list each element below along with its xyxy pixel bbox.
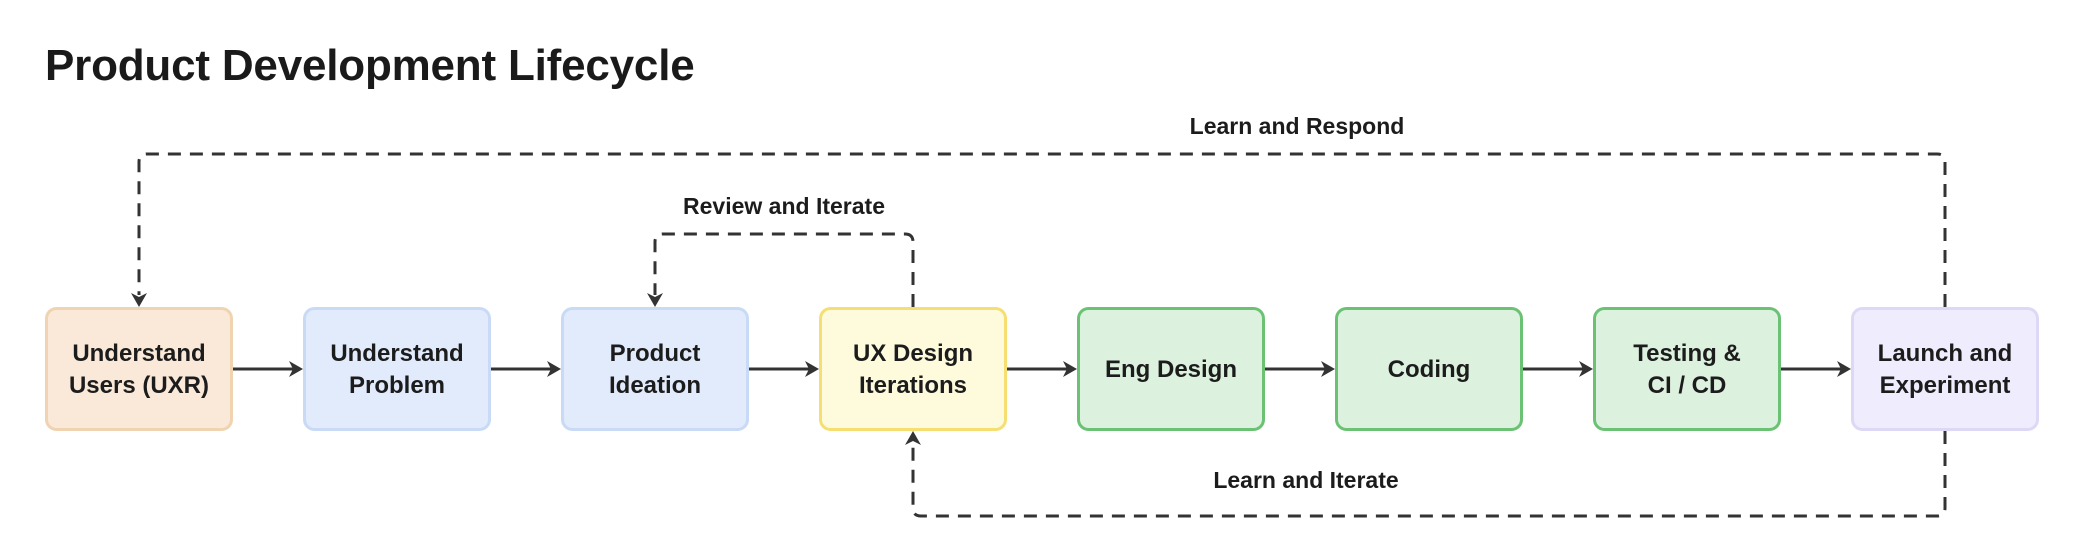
edge-testing-to-launch xyxy=(1781,361,1851,377)
arrowhead-icon xyxy=(905,431,921,445)
node-label: Product xyxy=(610,340,701,367)
node-box xyxy=(819,307,1007,431)
page-title: Product Development Lifecycle xyxy=(45,41,695,90)
node-coding[interactable]: Coding xyxy=(1335,307,1523,431)
node-label: Coding xyxy=(1388,356,1471,383)
loop-learn-and-respond: Learn and Respond xyxy=(131,113,1947,307)
node-label: Ideation xyxy=(609,372,701,399)
arrowhead-icon xyxy=(131,293,147,307)
arrowhead-icon xyxy=(1063,361,1077,377)
arrowhead-icon xyxy=(1321,361,1335,377)
node-label: Iterations xyxy=(859,372,967,399)
loop-path xyxy=(911,431,1947,518)
node-label: Problem xyxy=(349,372,445,399)
edge-eng-design-to-coding xyxy=(1265,361,1335,377)
node-testing[interactable]: Testing & CI / CD xyxy=(1593,307,1781,431)
loop-path xyxy=(137,152,1947,307)
loop-label: Review and Iterate xyxy=(683,193,885,219)
loop-learn-and-iterate: Learn and Iterate xyxy=(905,431,1947,518)
node-label: Users (UXR) xyxy=(69,372,209,399)
arrowhead-icon xyxy=(289,361,303,377)
loop-path xyxy=(653,232,915,307)
node-label: CI / CD xyxy=(1648,372,1727,399)
node-label: UX Design xyxy=(853,340,973,367)
node-label: Launch and xyxy=(1878,340,2013,367)
node-box xyxy=(1851,307,2039,431)
node-box xyxy=(561,307,749,431)
edge-ux-design-to-eng-design xyxy=(1007,361,1077,377)
edge-ideation-to-ux-design xyxy=(749,361,819,377)
node-label: Understand xyxy=(72,340,205,367)
node-label: Eng Design xyxy=(1105,356,1237,383)
arrowhead-icon xyxy=(647,293,663,307)
node-box xyxy=(1077,307,1265,431)
node-box xyxy=(303,307,491,431)
loop-label: Learn and Respond xyxy=(1190,113,1405,139)
node-label: Understand xyxy=(330,340,463,367)
edge-uxr-to-problem xyxy=(233,361,303,377)
loop-label: Learn and Iterate xyxy=(1213,467,1398,493)
loop-review-and-iterate: Review and Iterate xyxy=(647,193,915,307)
arrowhead-icon xyxy=(547,361,561,377)
node-box xyxy=(45,307,233,431)
node-box xyxy=(1593,307,1781,431)
edge-problem-to-ideation xyxy=(491,361,561,377)
node-eng-design[interactable]: Eng Design xyxy=(1077,307,1265,431)
arrowhead-icon xyxy=(1579,361,1593,377)
arrowhead-icon xyxy=(805,361,819,377)
node-label: Experiment xyxy=(1880,372,2011,399)
edge-coding-to-testing xyxy=(1523,361,1593,377)
node-box xyxy=(1335,307,1523,431)
node-label: Testing & xyxy=(1633,340,1741,367)
arrowhead-icon xyxy=(1837,361,1851,377)
flow-edges xyxy=(233,361,1851,377)
